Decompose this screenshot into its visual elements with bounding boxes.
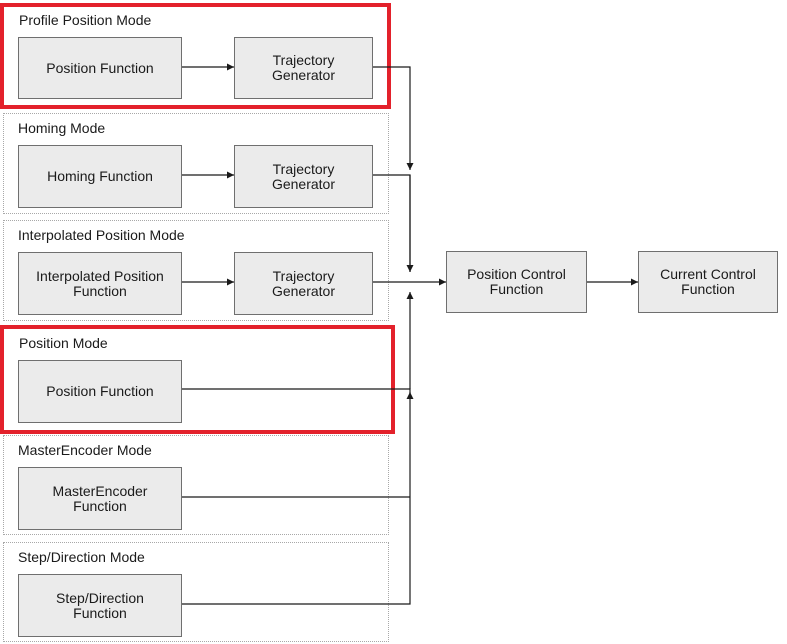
trajectory-generator-box[interactable]: Trajectory Generator: [234, 252, 373, 315]
box-label: Current Control Function: [660, 266, 756, 297]
step-direction-function-box[interactable]: Step/Direction Function: [18, 574, 182, 637]
position-control-function-box[interactable]: Position Control Function: [446, 251, 587, 313]
group-title: Profile Position Mode: [19, 12, 152, 28]
box-label: Position Function: [46, 59, 154, 76]
group-interpolated-position-mode: Interpolated Position Mode Interpolated …: [3, 220, 389, 321]
box-label: Step/Direction Function: [56, 589, 144, 621]
group-homing-mode: Homing Mode Homing Function Trajectory G…: [3, 113, 389, 214]
trajectory-generator-box[interactable]: Trajectory Generator: [234, 37, 373, 99]
group-profile-position-mode: Profile Position Mode Position Function …: [0, 3, 391, 109]
group-master-encoder-mode: MasterEncoder Mode MasterEncoder Functio…: [3, 435, 389, 535]
position-function-box[interactable]: Position Function: [18, 37, 182, 99]
group-title: Homing Mode: [18, 120, 106, 136]
group-title: Interpolated Position Mode: [18, 227, 185, 243]
trajectory-generator-box[interactable]: Trajectory Generator: [234, 145, 373, 208]
group-step-direction-mode: Step/Direction Mode Step/Direction Funct…: [3, 542, 389, 642]
box-label: Interpolated Position Function: [36, 267, 164, 299]
group-title: MasterEncoder Mode: [18, 442, 152, 458]
master-encoder-function-box[interactable]: MasterEncoder Function: [18, 467, 182, 530]
current-control-function-box[interactable]: Current Control Function: [638, 251, 778, 313]
group-position-mode: Position Mode Position Function: [0, 325, 395, 434]
box-label: Trajectory Generator: [271, 52, 336, 83]
group-title: Position Mode: [19, 335, 108, 351]
group-title: Step/Direction Mode: [18, 549, 145, 565]
box-label: Position Function: [46, 383, 154, 399]
box-label: MasterEncoder Function: [52, 482, 148, 514]
position-function-box[interactable]: Position Function: [18, 360, 182, 423]
box-label: Position Control Function: [467, 266, 566, 297]
box-label: Trajectory Generator: [271, 267, 336, 299]
interpolated-position-function-box[interactable]: Interpolated Position Function: [18, 252, 182, 315]
box-label: Homing Function: [47, 168, 153, 184]
homing-function-box[interactable]: Homing Function: [18, 145, 182, 208]
box-label: Trajectory Generator: [271, 160, 336, 192]
